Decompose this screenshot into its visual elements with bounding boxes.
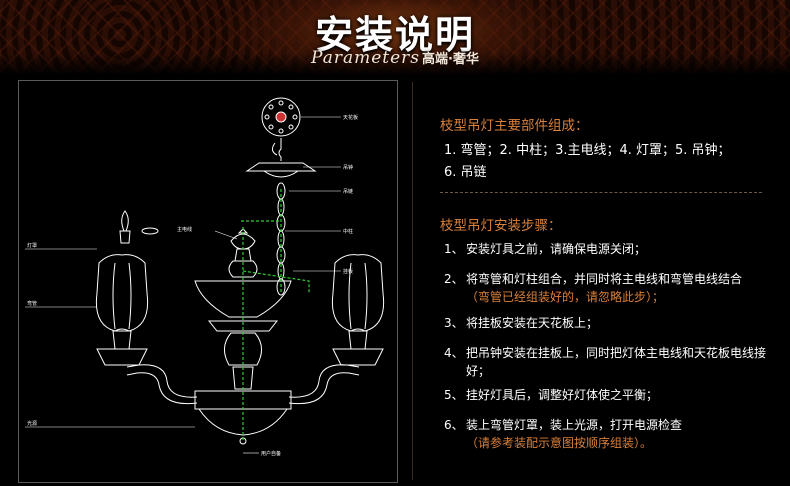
step-number: 2、 (444, 272, 464, 286)
parts-list: 1. 弯管；2. 中柱；3.主电线；4. 灯罩；5. 吊钟； 6. 吊链 (444, 140, 764, 184)
step-item: 2、将弯管和灯柱组合，并同时将主电线和弯管电线结合 （弯管已经组装好的，请忽略此… (444, 270, 774, 306)
label-plate: 挂板 (343, 268, 353, 275)
step-number: 5、 (444, 388, 464, 402)
step-text: 将弯管和灯柱组合，并同时将主电线和弯管电线结合 (466, 272, 743, 286)
label-user-supplied: 用户自备 (261, 450, 281, 457)
step-text: 安装灯具之前，请确保电源关闭； (466, 242, 647, 256)
parts-line-2: 6. 吊链 (444, 165, 487, 180)
step-text: 把吊钟安装在挂板上，同时把灯体主电线和天花板电线接好； (466, 346, 767, 378)
step-note: （弯管已经组装好的，请忽略此步）； (466, 290, 665, 304)
label-canopy: 吊钟 (343, 164, 353, 171)
column-divider (412, 82, 413, 480)
steps-heading: 枝型吊灯安装步骤： (440, 218, 562, 234)
section-divider (440, 192, 762, 193)
step-item: 3、将挂板安装在天花板上； (444, 314, 774, 332)
parts-heading: 枝型吊灯主要部件组成： (440, 118, 589, 134)
center-body (194, 280, 292, 318)
page-title: 安装说明 (314, 13, 475, 57)
label-column: 中柱 (343, 228, 353, 235)
step-item: 5、挂好灯具后，调整好灯体使之平衡； (444, 386, 774, 404)
label-shade: 灯罩 (27, 242, 37, 249)
label-chain: 吊链 (343, 188, 353, 195)
subtitle-english: Parameters (311, 48, 421, 68)
step-note: （请参考装配示意图按顺序组装）。 (466, 436, 653, 450)
center-column (224, 332, 262, 366)
right-shade (331, 254, 385, 332)
right-arm (288, 364, 360, 398)
parts-line-1: 1. 弯管；2. 中柱；3.主电线；4. 灯罩；5. 吊钟； (444, 143, 731, 158)
step-item: 6、装上弯管灯罩，装上光源，打开电源检查 （请参考装配示意图按顺序组装）。 (444, 416, 774, 452)
step-item: 4、把吊钟安装在挂板上，同时把灯体主电线和天花板电线接好； (444, 344, 774, 380)
ceiling-plate (261, 97, 301, 137)
label-wire: 主电线 (177, 226, 192, 233)
step-text: 装上弯管灯罩，装上光源，打开电源检查 (466, 418, 683, 432)
chandelier-drawing: 天花板 吊链 中柱 灯罩 弯管 主电线 用户自备 吊钟 挂板 光源 (25, 97, 385, 457)
instructions-panel: 枝型吊灯主要部件组成： 1. 弯管；2. 中柱；3.主电线；4. 灯罩；5. 吊… (420, 82, 780, 482)
label-ceiling: 天花板 (343, 114, 358, 121)
step-item: 1、安装灯具之前，请确保电源关闭； (444, 240, 774, 258)
step-number: 1、 (444, 242, 464, 256)
main-wire (241, 189, 310, 441)
left-arm (126, 364, 198, 398)
label-arm: 弯管 (27, 300, 37, 307)
chandelier-diagram: 天花板 吊链 中柱 灯罩 弯管 主电线 用户自备 吊钟 挂板 光源 (18, 80, 398, 483)
banner-fade (0, 53, 790, 75)
step-number: 6、 (444, 418, 464, 432)
bulb (121, 210, 129, 232)
step-text: 挂好灯具后，调整好灯体使之平衡； (466, 388, 659, 402)
subtitle-chinese: 高端·奢华 (422, 52, 479, 67)
step-number: 4、 (444, 346, 464, 360)
canopy (245, 162, 317, 172)
step-number: 3、 (444, 316, 464, 330)
finial (230, 233, 256, 250)
left-shade (95, 254, 149, 332)
step-text: 将挂板安装在天花板上； (466, 316, 599, 330)
label-lightsource: 光源 (27, 420, 37, 427)
